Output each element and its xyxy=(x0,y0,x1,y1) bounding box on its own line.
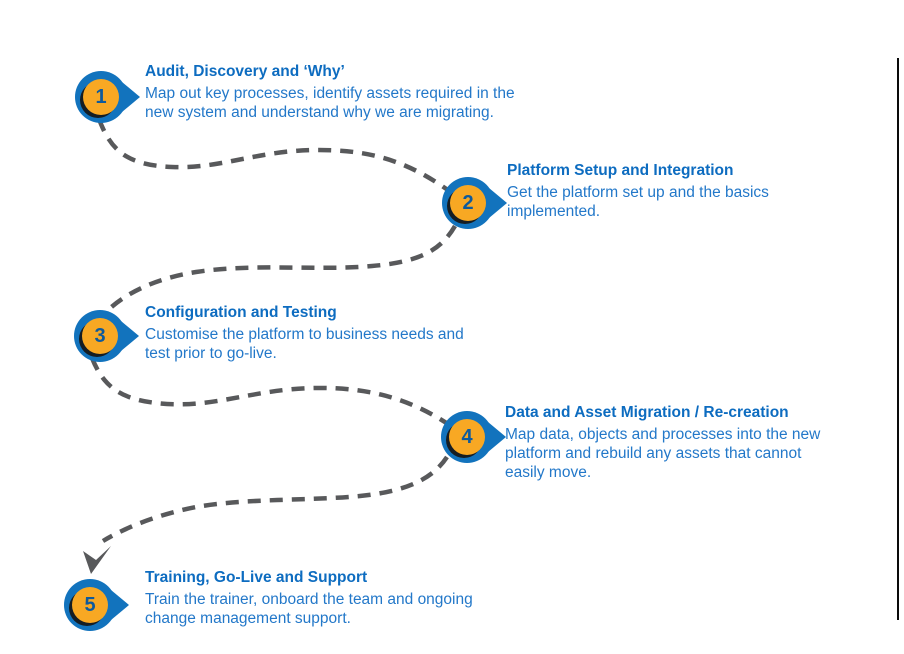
step-2-pin: 2 xyxy=(442,177,510,229)
step-3-pin: 3 xyxy=(74,310,142,362)
step-5-description: Train the trainer, onboard the team and … xyxy=(145,591,473,627)
step-3-text: Configuration and Testing Customise the … xyxy=(145,304,615,363)
step-5-pin: 5 xyxy=(64,579,132,631)
step-4-pin: 4 xyxy=(441,411,509,463)
step-2-title: Platform Setup and Integration xyxy=(507,162,734,179)
connector-step4-step5 xyxy=(101,455,449,543)
step-4-title: Data and Asset Migration / Re-creation xyxy=(505,404,789,421)
step-5-text: Training, Go-Live and Support Train the … xyxy=(145,569,615,628)
pin-tip xyxy=(122,82,140,112)
step-1-description: Map out key processes, identify assets r… xyxy=(145,85,515,121)
pin-tip xyxy=(111,590,129,620)
step-4-description: Map data, objects and processes into the… xyxy=(505,426,821,481)
step-3-title: Configuration and Testing xyxy=(145,304,337,321)
pin-tip xyxy=(489,188,507,218)
page-edge-line xyxy=(897,58,899,620)
step-1-title: Audit, Discovery and ‘Why’ xyxy=(145,63,345,80)
arrowhead-icon xyxy=(83,546,111,574)
pin-tip xyxy=(121,321,139,351)
step-3-number: 3 xyxy=(82,318,118,354)
connector-step3-step4 xyxy=(89,357,460,433)
connector-step1-step2 xyxy=(96,118,462,201)
step-1-text: Audit, Discovery and ‘Why’ Map out key p… xyxy=(145,63,615,122)
step-1-pin: 1 xyxy=(75,71,143,123)
step-5-title: Training, Go-Live and Support xyxy=(145,569,368,586)
pin-tip xyxy=(488,422,506,452)
step-4-number: 4 xyxy=(449,419,485,455)
step-2-text: Platform Setup and Integration Get the p… xyxy=(507,162,887,221)
step-1-number: 1 xyxy=(83,79,119,115)
step-2-number: 2 xyxy=(450,185,486,221)
step-5-number: 5 xyxy=(72,587,108,623)
step-3-description: Customise the platform to business needs… xyxy=(145,326,464,362)
step-4-text: Data and Asset Migration / Re-creation M… xyxy=(505,404,890,482)
step-2-description: Get the platform set up and the basics i… xyxy=(507,184,769,220)
